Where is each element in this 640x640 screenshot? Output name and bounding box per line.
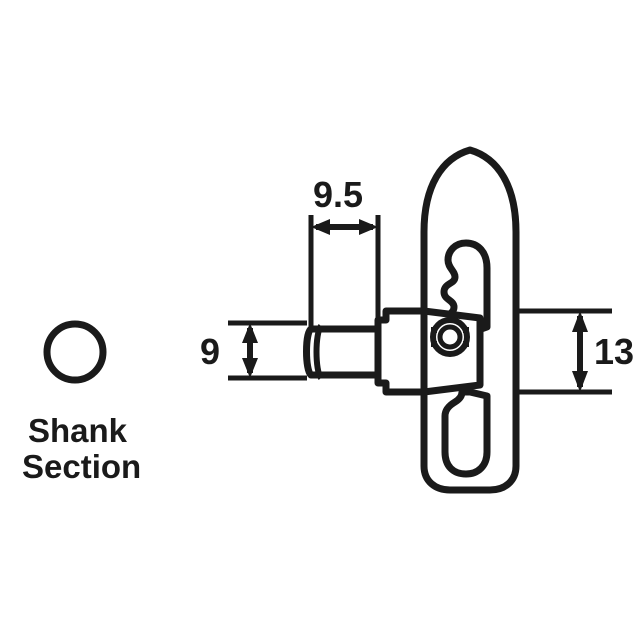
body-block-main	[374, 307, 428, 396]
fastener-screw	[430, 317, 470, 357]
arrow-9-bottom	[242, 358, 258, 378]
shank-chamfer-arc	[313, 324, 324, 380]
dimension-13: 13	[518, 308, 634, 395]
shank-section-caption-line2: Section	[22, 448, 141, 485]
arrow-9-5-right	[359, 219, 378, 235]
dim-label-9-5: 9.5	[313, 174, 363, 215]
shank-section-caption-line1: Shank	[28, 412, 128, 449]
arrow-13-bottom	[572, 371, 588, 392]
arrow-9-5-left	[311, 219, 330, 235]
dim-label-9: 9	[200, 331, 220, 372]
dimension-9: 9	[200, 320, 307, 381]
dim-label-13: 13	[594, 331, 634, 372]
shank-section-detail	[43, 320, 107, 384]
shank-section-circle	[43, 320, 107, 384]
shank-body	[303, 325, 382, 379]
leaf-ornament-lower	[441, 388, 491, 478]
arrow-9-top	[242, 323, 258, 343]
dimension-9-5: 9.5	[308, 174, 381, 330]
arrow-13-top	[572, 311, 588, 332]
